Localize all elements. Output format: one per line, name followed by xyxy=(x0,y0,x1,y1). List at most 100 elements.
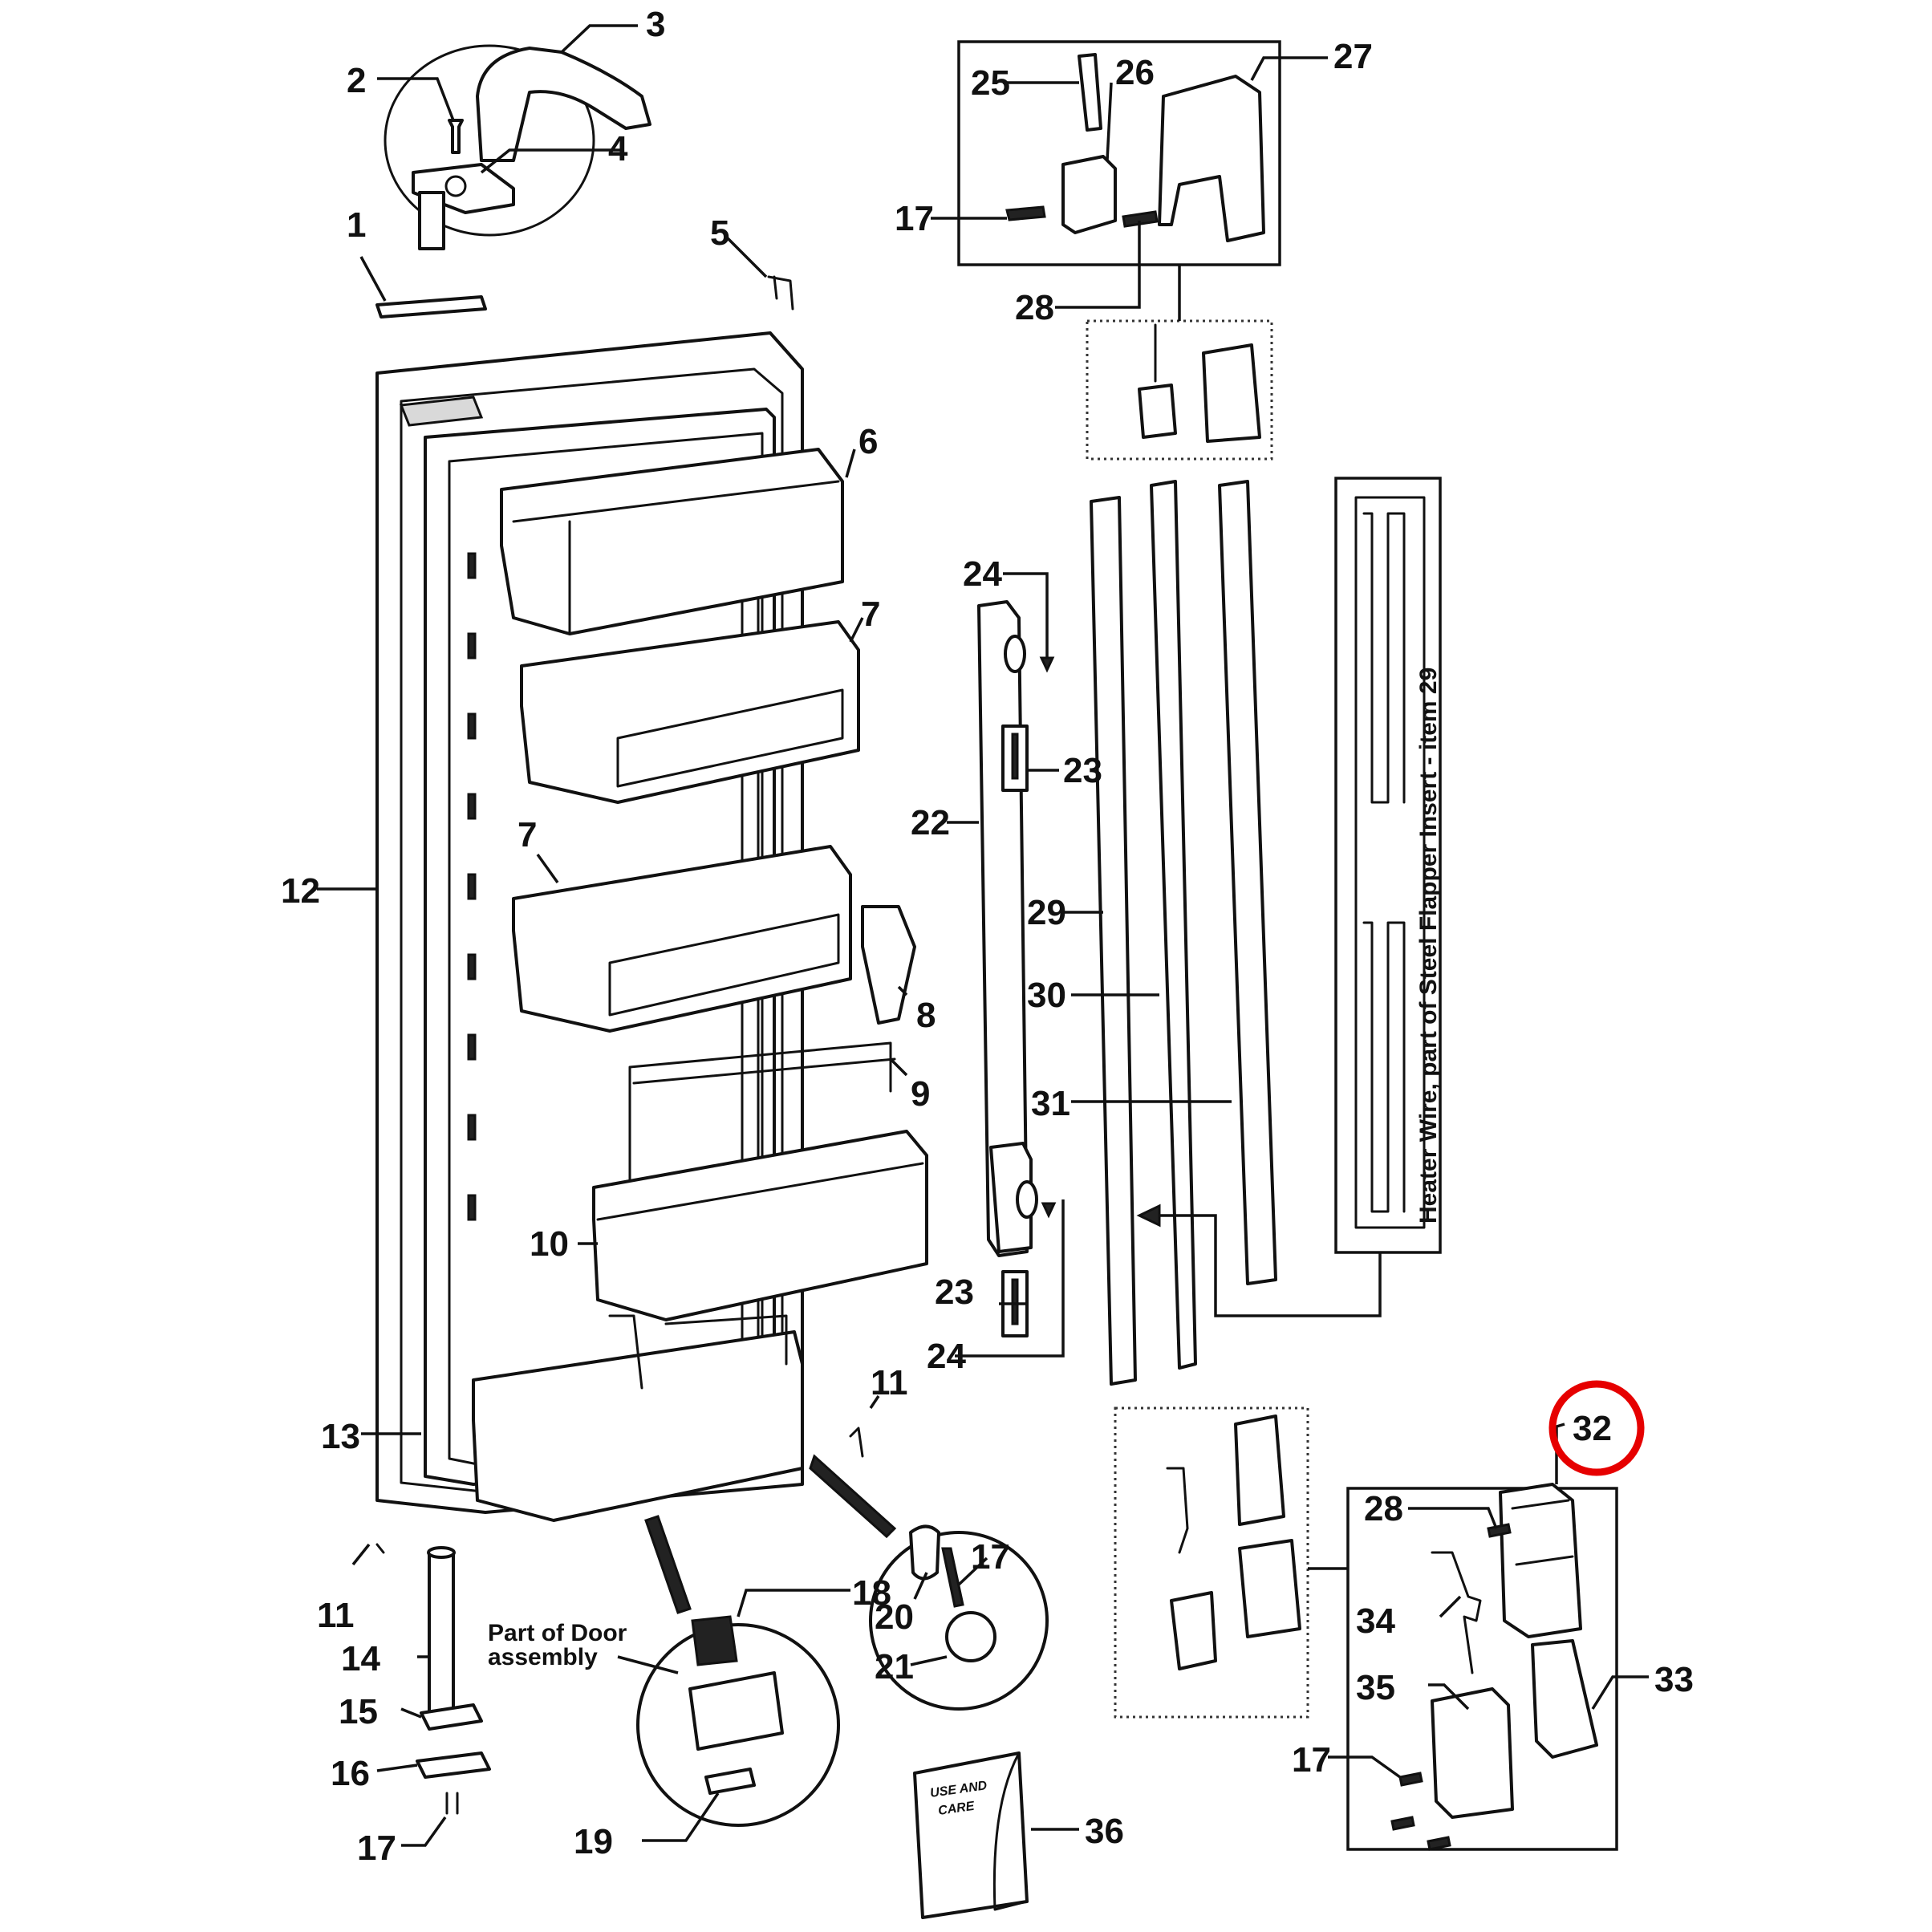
callout-28-top: 28 xyxy=(1015,288,1054,327)
bottom-bin xyxy=(472,1330,804,1522)
manual-page-curl xyxy=(992,1751,1029,1911)
pin-part-25 xyxy=(1078,53,1102,132)
screw-part-17-top xyxy=(1005,205,1046,221)
part-of-door-note-line1: Part of Door xyxy=(488,1620,627,1646)
dairy-bin-edge xyxy=(512,480,840,635)
screws-part-17 xyxy=(445,1792,459,1815)
screw-part-28-top xyxy=(1122,210,1159,228)
screw-part-17-bottom-3 xyxy=(1427,1836,1451,1851)
handle-detail-pointer xyxy=(644,1515,692,1614)
pad-part-18 xyxy=(691,1615,738,1666)
screw-part-17-bottom-1 xyxy=(1398,1772,1423,1787)
clip-part-11-left xyxy=(375,1543,385,1554)
alt-lower-spring xyxy=(1166,1467,1189,1554)
callout-4: 4 xyxy=(608,129,628,168)
screw-part-23-bottom xyxy=(1011,1278,1019,1325)
screw-part-28-bottom xyxy=(1487,1523,1512,1538)
flapper-part-29 xyxy=(1090,496,1137,1386)
callout-7-lower: 7 xyxy=(518,815,537,854)
handle-bracket xyxy=(688,1671,784,1751)
callout-23-top: 23 xyxy=(1063,751,1102,790)
top-hinge-group xyxy=(384,44,651,250)
handle-cap-part-24-top xyxy=(1004,635,1026,673)
hinge-screw-part-2 xyxy=(448,119,464,154)
callout-20: 20 xyxy=(875,1597,914,1637)
callout-35: 35 xyxy=(1356,1668,1395,1707)
hinge-pin xyxy=(418,191,445,250)
cap-part-21 xyxy=(945,1611,996,1662)
callout-17-lower-left: 17 xyxy=(357,1828,396,1868)
alt-bushing xyxy=(1138,384,1177,439)
heater-wire-outline xyxy=(1354,496,1426,1229)
bar-part-9 xyxy=(628,1041,896,1181)
callout-9: 9 xyxy=(911,1074,930,1114)
heater-wire-box xyxy=(1334,477,1442,1254)
callout-24-bottom: 24 xyxy=(927,1337,966,1376)
alt-lower-cam xyxy=(1170,1591,1217,1670)
alt-bracket xyxy=(1202,343,1261,443)
alt-lower-cover xyxy=(1238,1539,1301,1638)
dairy-bin-part-6 xyxy=(500,448,844,635)
trim-part-1 xyxy=(375,295,487,319)
callout-33: 33 xyxy=(1654,1660,1694,1699)
callout-6: 6 xyxy=(858,422,878,461)
callout-12: 12 xyxy=(281,871,320,911)
callout-18: 18 xyxy=(852,1573,891,1613)
clip-part-5 xyxy=(767,275,794,310)
callout-labels: 1 2 3 4 5 6 7 7 8 9 10 11 11 12 13 14 15… xyxy=(281,5,1694,1868)
callout-30: 30 xyxy=(1027,976,1066,1015)
divider-part-8 xyxy=(861,905,916,1025)
callout-25: 25 xyxy=(971,63,1010,103)
screw-part-17-knob xyxy=(941,1547,964,1608)
lower-hinge-group xyxy=(375,1543,491,1815)
callout-34: 34 xyxy=(1356,1601,1395,1641)
callout-7-upper: 7 xyxy=(861,595,880,634)
upper-hinge-box xyxy=(957,40,1281,266)
callout-15: 15 xyxy=(339,1692,378,1731)
screw-part-17-bottom-2 xyxy=(1390,1816,1415,1831)
manual-part-36 xyxy=(913,1751,1029,1919)
screw-box-part-23-top xyxy=(1001,724,1029,792)
callout-27: 27 xyxy=(1333,37,1373,76)
liner-corner-block xyxy=(399,396,484,427)
heater-wire-coil-bottom xyxy=(1362,921,1406,1213)
callout-19: 19 xyxy=(574,1822,613,1861)
callout-17-upper-right: 17 xyxy=(895,199,934,238)
callout-10: 10 xyxy=(530,1224,569,1264)
door-bin-10-edge xyxy=(596,1162,924,1221)
callout-31: 31 xyxy=(1031,1084,1070,1123)
callout-1: 1 xyxy=(347,205,366,245)
knob-part-20 xyxy=(909,1524,940,1581)
callout-28-bottom: 28 xyxy=(1364,1489,1403,1528)
callout-13: 13 xyxy=(321,1417,360,1456)
callout-17-lower-right: 17 xyxy=(1292,1740,1331,1780)
hinge-pin-top xyxy=(427,1546,456,1559)
part-of-door-note-line2: assembly xyxy=(488,1644,598,1670)
callout-14: 14 xyxy=(341,1639,380,1678)
hinge-bracket-32-details xyxy=(1511,1499,1574,1566)
callout-3: 3 xyxy=(646,5,665,44)
heater-arrow xyxy=(1136,1203,1161,1228)
screw-part-23-top xyxy=(1011,733,1019,780)
hinge-pin-part-14 xyxy=(428,1551,455,1715)
heater-wire-coil-top xyxy=(1362,512,1406,804)
lower-hinge-box xyxy=(1346,1487,1618,1851)
liner-slot-column xyxy=(467,552,477,1221)
callout-11-right: 11 xyxy=(871,1363,908,1402)
callout-29: 29 xyxy=(1027,893,1066,932)
alt-lower-bracket xyxy=(1234,1414,1285,1526)
callout-5: 5 xyxy=(710,213,729,253)
callout-22: 22 xyxy=(911,803,950,842)
callout-11-left: 11 xyxy=(317,1596,355,1635)
hinge-cover-part-3 xyxy=(476,47,651,162)
callout-2: 2 xyxy=(347,61,366,100)
cam-part-35 xyxy=(1431,1687,1514,1819)
door-bin-part-7-lower xyxy=(512,845,852,1033)
lower-alt-hinge-box xyxy=(1114,1406,1309,1719)
hinge-base-part-15 xyxy=(420,1703,483,1731)
arrow-down-bottom xyxy=(1041,1202,1057,1219)
callout-23-bottom: 23 xyxy=(935,1272,974,1312)
clip-part-11-right xyxy=(849,1427,864,1458)
door-bin-front-upper xyxy=(616,688,844,788)
